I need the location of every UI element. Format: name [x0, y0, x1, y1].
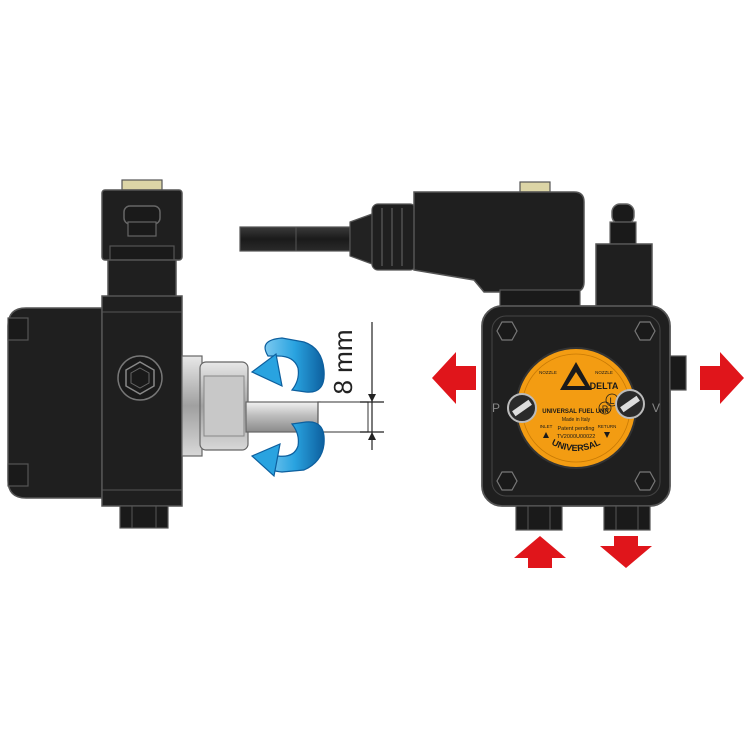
return-down-arrow [600, 536, 652, 568]
brand-label: DELTA [590, 381, 619, 391]
patent-label: Patent pending [557, 426, 594, 432]
screw-icon [615, 389, 645, 419]
port-left-label: NOZZLE [539, 370, 557, 375]
product-label: UNIVERSAL FUEL UNIT [542, 409, 610, 415]
vacuum-mark: V [652, 401, 660, 415]
power-cable [239, 226, 351, 252]
outlet-right-arrow [700, 352, 744, 404]
flow-arrow-icon [543, 432, 549, 438]
label-plate: DELTA NOZZLE NOZZLE L R UNIVERSAL FUEL U… [515, 347, 637, 469]
port-right-label: NOZZLE [595, 370, 613, 375]
inlet-up-arrow [514, 536, 566, 568]
rotation-left-label: L [609, 396, 614, 406]
pump-front-view: P V DELTA NOZZLE NOZZLE L R UNIVERSAL FU… [239, 181, 744, 568]
coil-connector-icon [519, 181, 551, 193]
series-label: UNIVERSAL [550, 437, 602, 453]
screw-icon [507, 393, 537, 423]
flow-arrow-icon [432, 352, 744, 568]
rotation-right-label: R [602, 404, 609, 414]
shaft-hub [181, 355, 203, 457]
origin-label: Made in Italy [562, 417, 591, 423]
return-label: RETURN [598, 424, 617, 429]
pressure-mark: P [492, 401, 500, 415]
shaft-dimension-label: 8 mm [328, 330, 358, 395]
pump-side-view: 8 mm [7, 179, 384, 529]
hex-bolt-icon [496, 321, 656, 491]
rotation-arrow-icon [250, 421, 325, 478]
shaft-dimension: 8 mm [328, 322, 384, 450]
flow-arrow-icon [604, 432, 610, 438]
inlet-label: INLET [540, 424, 553, 429]
hex-bolt-icon [117, 355, 163, 401]
code-label: TV2000U00022 [557, 434, 596, 440]
outlet-left-arrow [432, 352, 476, 404]
coil-connector-icon [121, 179, 163, 191]
rotation-arrow-icon [250, 337, 325, 393]
